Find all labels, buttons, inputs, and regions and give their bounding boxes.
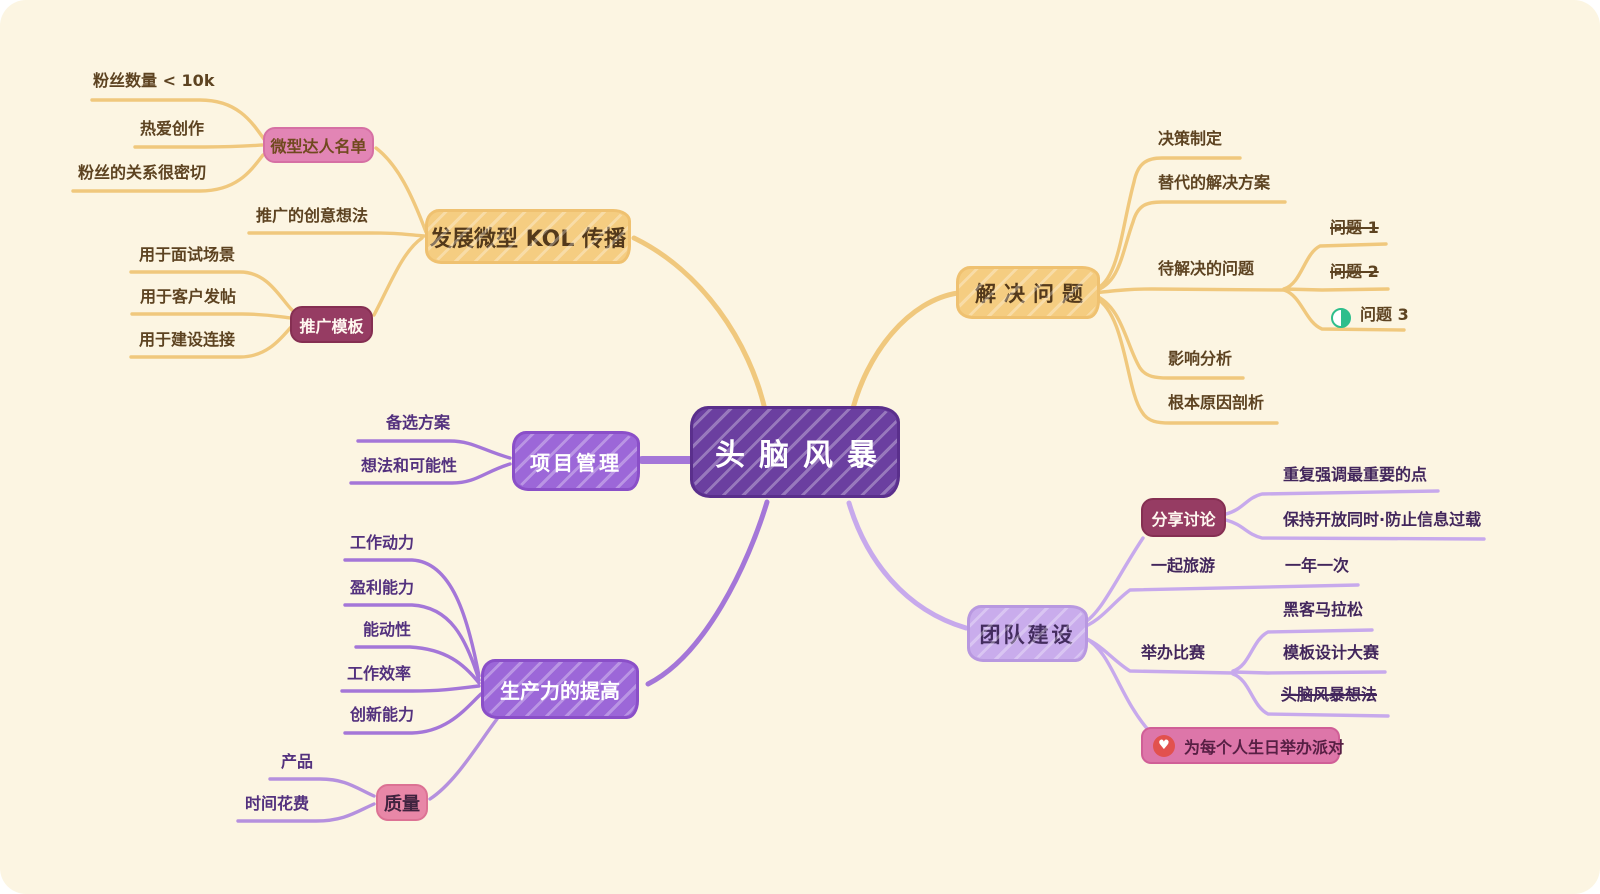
branch-efficiency-underline [340, 684, 481, 693]
topic-interview[interactable]: 用于面试场景 [139, 245, 236, 264]
topic-product[interactable]: 产品 [281, 752, 314, 771]
topic-share[interactable]: 分享讨论 [1141, 498, 1226, 537]
branch-microlist-to-kol [374, 146, 428, 234]
topic-to-solve[interactable]: 待解决的问题 [1158, 259, 1255, 278]
topic-team-label: 团队建设 [979, 622, 1076, 647]
topic-travel[interactable]: 一起旅游 [1151, 556, 1216, 575]
branch-to-solve-underline [1092, 287, 1286, 295]
topic-productivity[interactable]: 生产力的提高 [481, 659, 639, 719]
branch-root-to-productivity [645, 499, 770, 687]
topic-productivity-label: 生产力的提高 [500, 678, 620, 703]
branch-client-post-underline [130, 312, 293, 320]
progress-half-icon[interactable] [1331, 308, 1351, 328]
topic-promo-idea[interactable]: 推广的创意想法 [256, 206, 369, 225]
topic-problem[interactable]: 解决问题 [956, 266, 1100, 319]
topic-project-label: 项目管理 [530, 450, 622, 475]
topic-party[interactable]: ♥ 为每个人生日举办派对 [1141, 727, 1344, 764]
topic-efficiency[interactable]: 工作效率 [347, 664, 412, 683]
topic-kol-label: 发展微型 KOL 传播 [429, 226, 627, 252]
topic-keep-open[interactable]: 保持开放同时·防止信息过载 [1283, 510, 1482, 529]
topic-template-label: 推广模板 [299, 316, 364, 336]
topic-root[interactable]: 头脑风暴 [690, 406, 900, 498]
topic-decision[interactable]: 决策制定 [1158, 129, 1223, 148]
branch-promo-idea-underline [247, 231, 426, 238]
topic-q2[interactable]: 问题 2 [1330, 262, 1379, 281]
topic-project[interactable]: 项目管理 [512, 431, 640, 491]
topic-repeat[interactable]: 重复强调最重要的点 [1283, 465, 1428, 484]
branch-template-to-kol [372, 236, 424, 317]
topic-love-create[interactable]: 热爱创作 [140, 119, 205, 138]
topic-connection[interactable]: 用于建设连接 [139, 330, 236, 349]
topic-profit[interactable]: 盈利能力 [350, 578, 415, 597]
heart-icon[interactable]: ♥ [1153, 734, 1175, 757]
topic-fans-relation[interactable]: 粉丝的关系很密切 [78, 163, 207, 182]
topic-ideas[interactable]: 想法和可能性 [361, 456, 458, 475]
topic-impact[interactable]: 影响分析 [1168, 349, 1233, 368]
topic-quality-label: 质量 [384, 793, 420, 815]
branch-template-match-underline [1231, 670, 1387, 675]
topic-q3[interactable]: 问题 3 [1360, 305, 1409, 324]
topic-motivation[interactable]: 工作动力 [350, 533, 415, 552]
topic-fans-count[interactable]: 粉丝数量 < 10k [93, 71, 215, 90]
topic-micro-list-label: 微型达人名单 [270, 137, 367, 156]
topic-alt-plan[interactable]: 备选方案 [386, 413, 451, 432]
topic-problem-label: 解决问题 [975, 281, 1091, 306]
branch-root-to-problem [848, 290, 961, 419]
topic-micro-list[interactable]: 微型达人名单 [263, 127, 374, 163]
branch-team-to-share [1078, 536, 1145, 627]
topic-team[interactable]: 团队建设 [967, 605, 1088, 662]
topic-root-label: 头脑风暴 [715, 438, 891, 473]
topic-client-post[interactable]: 用于客户发帖 [140, 287, 237, 306]
topic-initiative[interactable]: 能动性 [363, 620, 412, 639]
branch-quality-to-productivity [428, 717, 499, 801]
topic-root-cause[interactable]: 根本原因剖析 [1168, 393, 1265, 412]
topic-innovation[interactable]: 创新能力 [350, 705, 415, 724]
topic-template-match[interactable]: 模板设计大赛 [1283, 643, 1380, 662]
branch-q2-underline [1282, 287, 1390, 292]
topic-party-label: 为每个人生日举办派对 [1184, 737, 1345, 757]
branch-root-to-team [846, 500, 969, 631]
topic-hackathon[interactable]: 黑客马拉松 [1283, 600, 1364, 619]
topic-share-label: 分享讨论 [1151, 509, 1216, 529]
topic-brainstorm-idea[interactable]: 头脑风暴想法 [1281, 685, 1378, 704]
topic-alternative[interactable]: 替代的解决方案 [1158, 173, 1271, 192]
topic-template[interactable]: 推广模板 [290, 306, 373, 343]
branch-root-to-kol [631, 235, 769, 417]
topic-kol[interactable]: 发展微型 KOL 传播 [425, 209, 631, 264]
branch-love-create-underline [133, 143, 264, 149]
topic-q1[interactable]: 问题 1 [1330, 218, 1379, 237]
topic-quality[interactable]: 质量 [376, 784, 428, 821]
topic-once-year[interactable]: 一年一次 [1285, 556, 1350, 575]
topic-time-cost[interactable]: 时间花费 [245, 794, 310, 813]
topic-contest[interactable]: 举办比赛 [1141, 643, 1206, 662]
